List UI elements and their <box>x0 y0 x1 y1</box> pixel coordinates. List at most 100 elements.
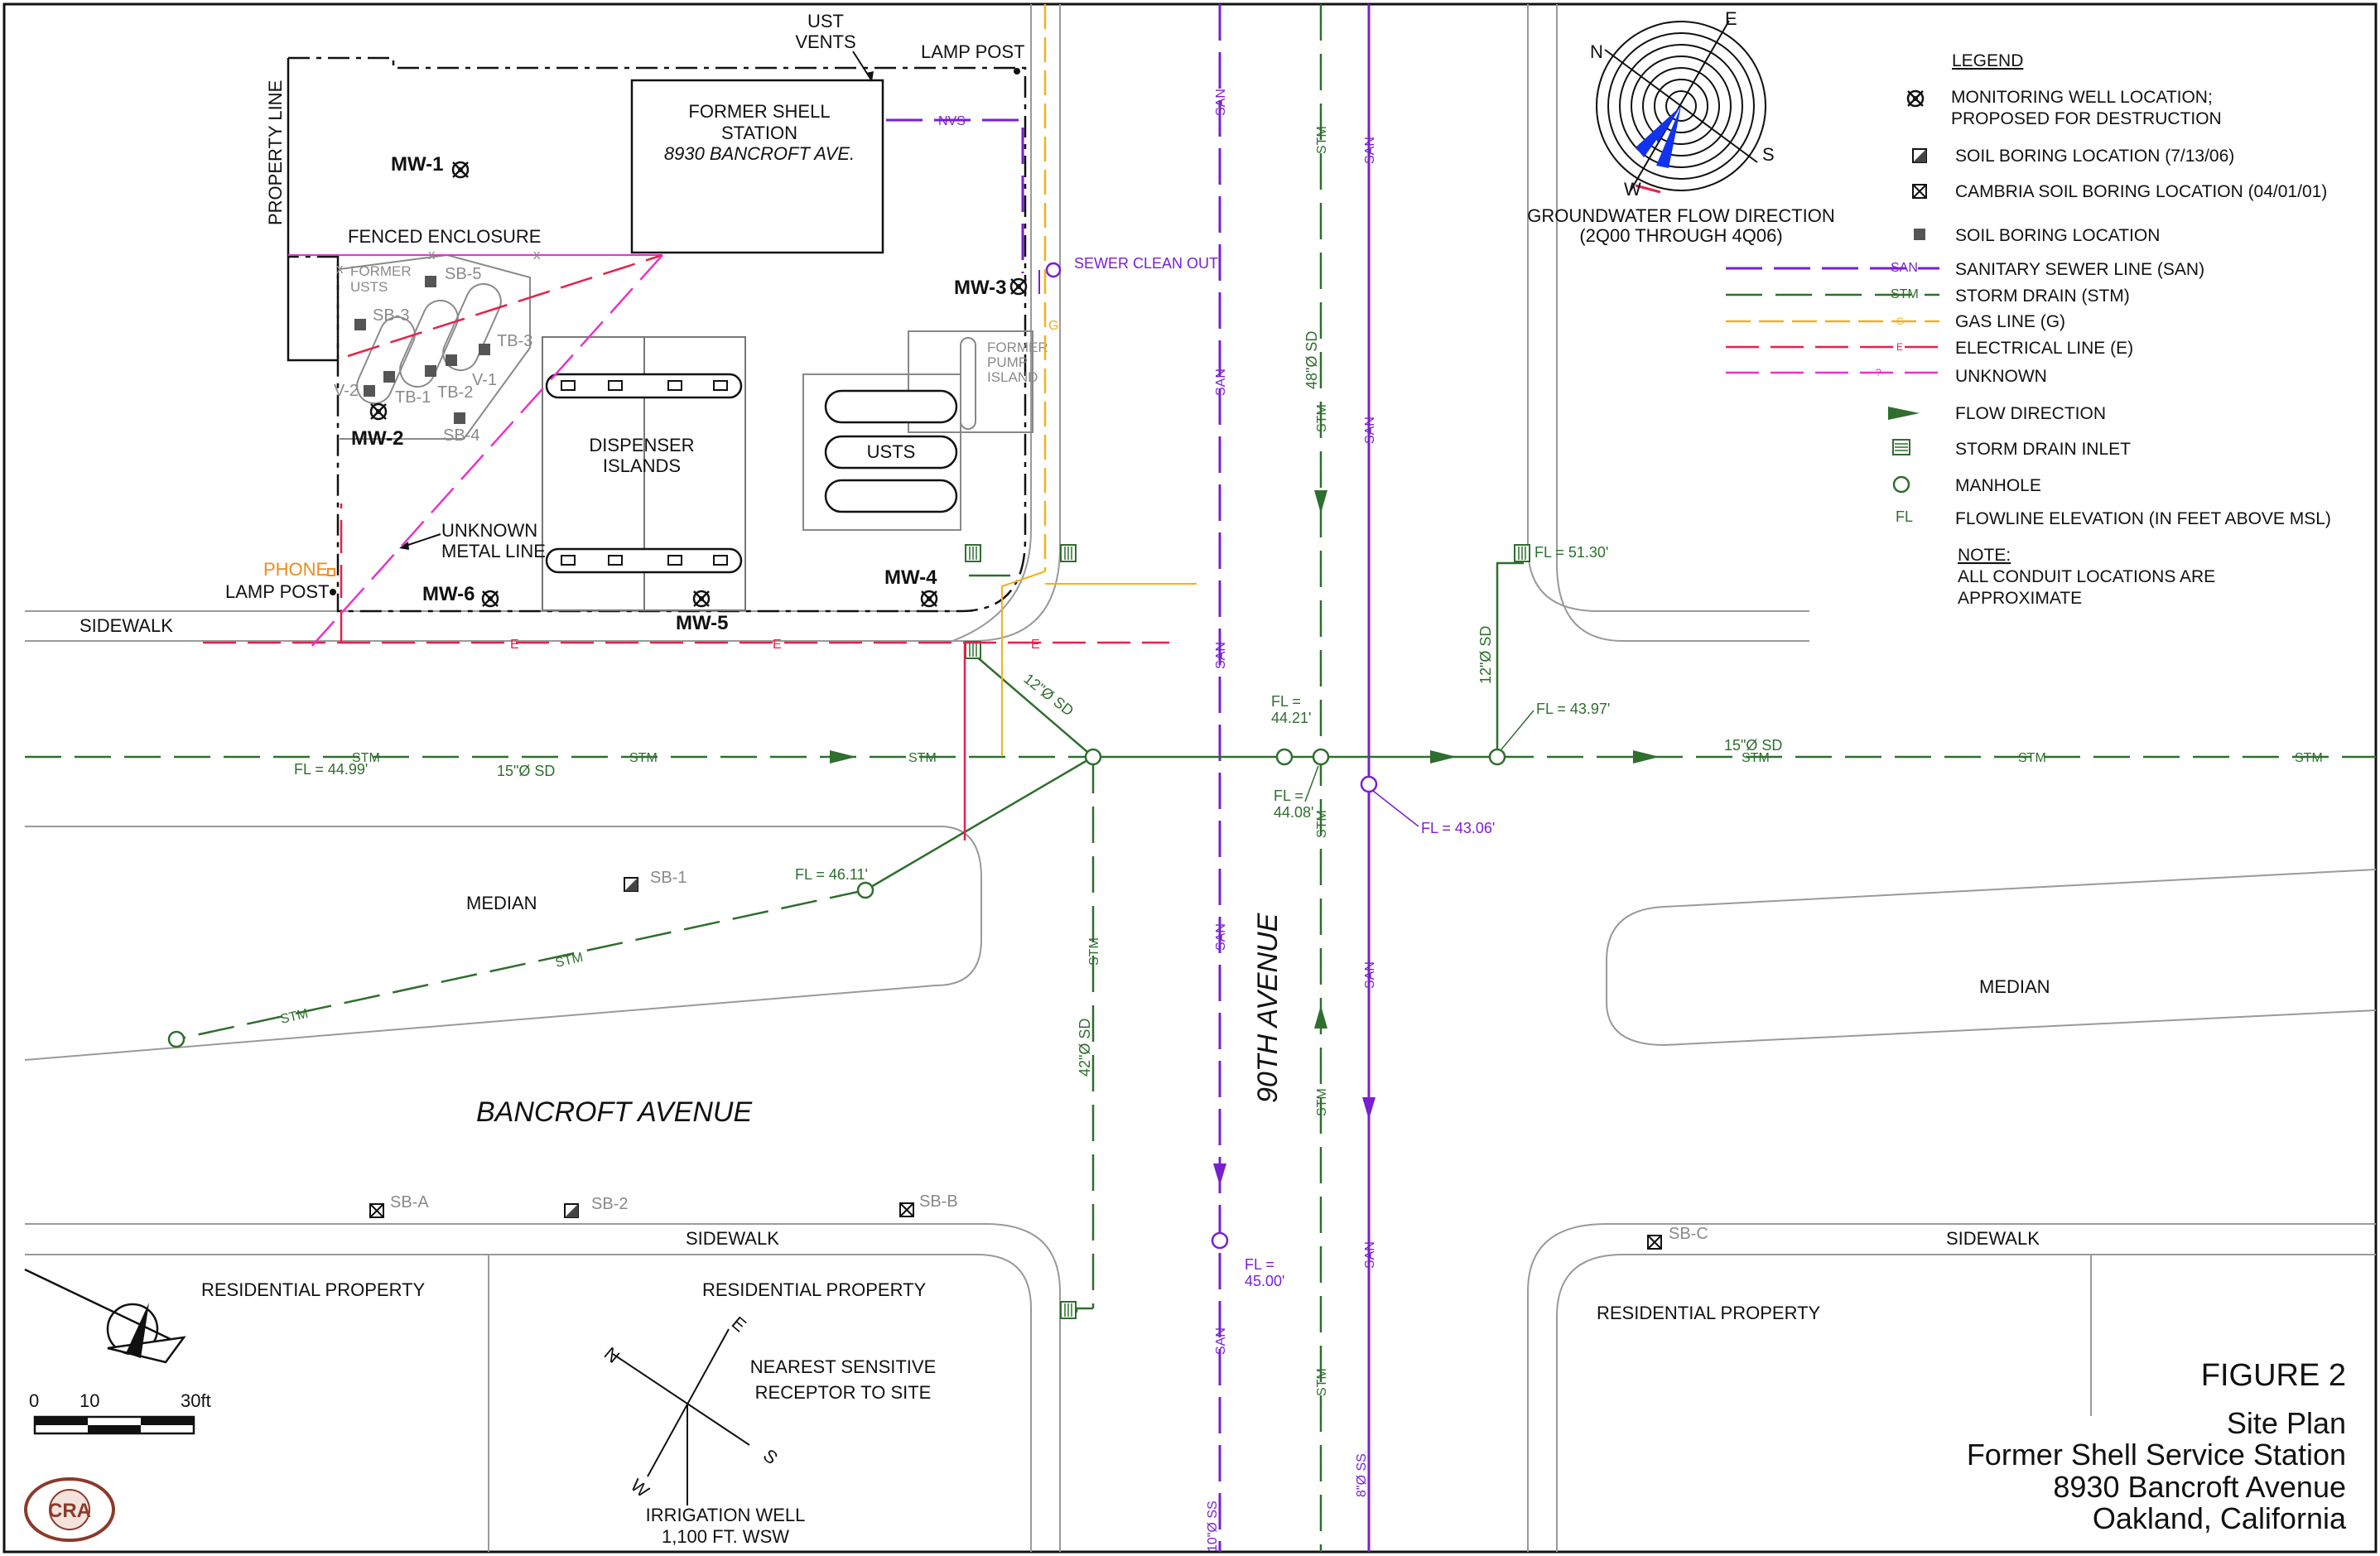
station-address: 8930 BANCROFT AVE. <box>664 143 855 164</box>
san-label-reversed: NVS <box>938 114 966 128</box>
street-90th: 90TH AVENUE <box>1252 913 1284 1103</box>
stm-label: STM <box>1315 1088 1329 1116</box>
stm-label: STM <box>629 751 658 765</box>
well-mw5 <box>692 590 711 608</box>
dispenser-label-2: ISLANDS <box>603 455 681 476</box>
former-usts-label: FORMER <box>350 263 412 279</box>
groundwater-rose <box>1596 20 1766 194</box>
sanitary-sewer-lines <box>886 4 1375 1552</box>
fl-4611: FL = 46.11' <box>795 866 868 883</box>
ust-vents-label-2: VENTS <box>795 31 855 52</box>
san-label: SAN <box>1214 1327 1228 1355</box>
residential-label: RESIDENTIAL PROPERTY <box>201 1279 426 1300</box>
boring-sb1 <box>624 877 638 892</box>
ss8-label: 8"Ø SS <box>1355 1453 1369 1497</box>
well-mw4 <box>920 590 938 608</box>
storm-drain-inlet <box>1060 1301 1077 1319</box>
sbb-label: SB-B <box>919 1192 958 1211</box>
sbc-label: SB-C <box>1669 1225 1708 1243</box>
svg-text:x: x <box>533 247 541 263</box>
legend-manhole: MANHOLE <box>1955 476 2041 495</box>
sd48-label: 48"Ø SD <box>1303 331 1320 389</box>
legend-note-1: ALL CONDUIT LOCATIONS ARE <box>1958 567 2215 586</box>
stm-label: STM <box>352 751 380 765</box>
phone-label: PHONE <box>263 559 328 580</box>
stm-label: STM <box>1315 404 1329 432</box>
mw2-label: MW-2 <box>351 427 404 450</box>
receptor-w: W <box>627 1475 653 1502</box>
irrigation-well-label: IRRIGATION WELL <box>646 1505 806 1525</box>
fl-4397: FL = 43.97' <box>1536 701 1610 717</box>
stm-label: STM <box>1087 937 1101 966</box>
rose-n: N <box>1590 41 1603 62</box>
legend-gas: GAS LINE (G) <box>1955 312 2065 331</box>
legend-note-2: APPROXIMATE <box>1958 589 2082 608</box>
svg-text:x: x <box>336 261 344 277</box>
dispenser-canopy <box>542 336 746 611</box>
storm-drain-inlet <box>1514 544 1530 562</box>
legend-mw-2: PROPOSED FOR DESTRUCTION <box>1951 109 2222 128</box>
property-line-label: PROPERTY LINE <box>265 80 286 225</box>
legend: LEGEND MONITORING WELL LOCATION; PROPOSE… <box>1726 51 2331 608</box>
fl-4500-a: FL = <box>1245 1256 1274 1273</box>
legend-swatch-stm: STM <box>1891 287 1919 301</box>
flow-arrow <box>1633 750 1660 764</box>
scale-10: 10 <box>79 1390 99 1411</box>
station-name: FORMER SHELL <box>688 101 830 122</box>
gw-flow-label: GROUNDWATER FLOW DIRECTION <box>1527 205 1835 226</box>
legend-swatch-e: E <box>1896 341 1903 353</box>
receptor-s: S <box>759 1445 782 1469</box>
fl-4408-b: 44.08' <box>1274 804 1313 821</box>
sewer-clean-out-label: SEWER CLEAN OUT <box>1074 255 1218 272</box>
well-mw3 <box>1009 277 1028 296</box>
san-label: SAN <box>1363 1241 1377 1269</box>
manhole-sanitary <box>1211 1231 1229 1250</box>
former-pump-label: FORMER <box>987 340 1048 355</box>
fenced-enclosure-label: FENCED ENCLOSURE <box>348 226 541 247</box>
fl-4500-b: 45.00' <box>1245 1273 1284 1289</box>
rose-e: E <box>1725 8 1737 29</box>
residential-label: RESIDENTIAL PROPERTY <box>702 1279 927 1300</box>
gas-lines <box>1001 4 1197 755</box>
legend-swatch-unk: ? <box>1876 367 1881 378</box>
san-label: SAN <box>1363 417 1377 444</box>
storm-drain-lines <box>25 4 2376 1552</box>
receptor-e: E <box>728 1313 750 1337</box>
san-label: SAN <box>1363 137 1377 164</box>
sb5-label: SB-5 <box>445 265 481 283</box>
unknown-metal-label-2: METAL LINE <box>441 541 546 561</box>
dispenser-label: DISPENSER <box>589 435 694 455</box>
stm-label: STM <box>554 951 585 971</box>
gw-flow-label-2: (2Q00 THROUGH 4Q06) <box>1579 225 1782 246</box>
legend-fl-symbol: FL <box>1896 508 1913 525</box>
sd42-label: 42"Ø SD <box>1077 1019 1093 1077</box>
receptor-compass <box>612 1328 750 1505</box>
fl-4421-a: FL = <box>1271 693 1301 710</box>
tb3-label: TB-3 <box>497 332 532 350</box>
san-label: SAN <box>1214 369 1228 396</box>
boring-sb2 <box>564 1203 579 1218</box>
mw3-label: MW-3 <box>954 277 1007 299</box>
title-block: FIGURE 2 Site Plan Former Shell Service … <box>1967 1358 2347 1535</box>
cra-logo: CRA <box>24 1477 115 1542</box>
legend-heading: LEGEND <box>1952 51 2023 70</box>
storm-drain-inlet <box>965 544 981 562</box>
sb3-label: SB-3 <box>373 306 409 325</box>
manhole <box>856 881 874 899</box>
electrical-lines <box>203 253 1169 841</box>
residential-label: RESIDENTIAL PROPERTY <box>1597 1303 1821 1323</box>
mw1-label: MW-1 <box>391 153 444 176</box>
figure-site-name: Former Shell Service Station <box>1967 1438 2346 1472</box>
ss10-label: 10"Ø SS <box>1206 1501 1220 1552</box>
former-shell-station-building <box>630 79 884 254</box>
elec-label: E <box>1031 638 1040 652</box>
legend-mw-1: MONITORING WELL LOCATION; <box>1951 88 2213 107</box>
san-label: SAN <box>1214 642 1228 669</box>
manhole <box>1275 748 1294 766</box>
sba-label: SB-A <box>390 1193 429 1212</box>
fl-5130: FL = 51.30' <box>1534 544 1608 561</box>
legend-swatch-san: SAN <box>1891 261 1918 275</box>
former-usts-label-2: USTS <box>350 279 388 295</box>
